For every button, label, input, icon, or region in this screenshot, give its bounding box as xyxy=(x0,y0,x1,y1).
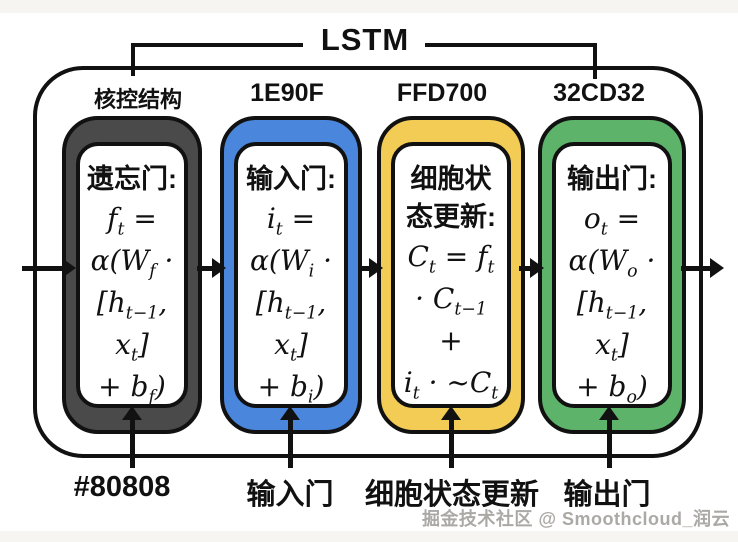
flow-arrow-in-icon xyxy=(22,258,76,279)
bottom-label-forget: #80808 xyxy=(73,471,171,503)
top-label-input: 1E90F xyxy=(250,79,324,107)
gate-formula-output: ot =α(Wo ·[ht−1,xt]+ bo) xyxy=(568,202,656,408)
bracket-right-tick xyxy=(593,43,597,79)
gate-title-output: 输出门: xyxy=(567,164,657,194)
bottom-label-cell: 细胞状态更新 xyxy=(364,479,539,511)
gate-box-input: 输入门: it =α(Wi ·[ht−1,xt]+ bi) xyxy=(220,116,362,434)
flow-arrow-forget-to-input-icon xyxy=(197,258,226,279)
watermark-text: 掘金技术社区 @ Smoothcloud_润云 xyxy=(421,509,730,529)
bottom-label-output: 输出门 xyxy=(563,479,651,511)
top-margin-strip xyxy=(0,0,738,13)
up-arrow-input-icon xyxy=(280,406,301,468)
up-arrow-cell-icon xyxy=(441,406,462,468)
gate-title-cell: 细胞状态更新: xyxy=(406,164,496,232)
bracket-left-tick xyxy=(131,43,135,76)
gate-formula-input: it =α(Wi ·[ht−1,xt]+ bi) xyxy=(250,202,332,408)
flow-arrow-out-icon xyxy=(681,258,724,279)
up-arrow-output-icon xyxy=(599,406,620,468)
gate-panel-cell: 细胞状态更新: Ct = ft· Ct−1+it · ~Ct xyxy=(391,142,511,408)
gate-formula-cell: Ct = ft· Ct−1+it · ~Ct xyxy=(403,240,499,404)
top-label-output: 32CD32 xyxy=(553,79,645,107)
gate-box-cell: 细胞状态更新: Ct = ft· Ct−1+it · ~Ct xyxy=(377,116,525,434)
up-arrow-forget-icon xyxy=(122,406,143,468)
gate-box-output: 输出门: ot =α(Wo ·[ht−1,xt]+ bo) xyxy=(538,116,686,434)
bracket-right-line xyxy=(425,43,597,47)
gate-panel-forget: 遗忘门: ft =α(Wf ·[ht−1,xt]+ bf) xyxy=(76,142,188,408)
gate-title-input: 输入门: xyxy=(246,164,336,194)
bottom-margin-strip xyxy=(0,531,738,542)
lstm-cell-frame xyxy=(33,66,703,458)
gate-box-forget: 遗忘门: ft =α(Wf ·[ht−1,xt]+ bf) xyxy=(62,116,202,434)
bracket-left-line xyxy=(131,43,303,47)
diagram-title: LSTM xyxy=(320,22,410,57)
gate-panel-output: 输出门: ot =α(Wo ·[ht−1,xt]+ bo) xyxy=(552,142,672,408)
top-label-cell: FFD700 xyxy=(396,79,488,107)
gate-title-forget: 遗忘门: xyxy=(87,164,177,194)
gate-formula-forget: ft =α(Wf ·[ht−1,xt]+ bf) xyxy=(90,202,174,408)
flow-arrow-input-to-cell-icon xyxy=(358,258,383,279)
flow-arrow-cell-to-output-icon xyxy=(519,258,544,279)
top-label-forget: 核控结构 xyxy=(93,87,182,112)
gate-panel-input: 输入门: it =α(Wi ·[ht−1,xt]+ bi) xyxy=(234,142,348,408)
bottom-label-input: 输入门 xyxy=(246,479,334,511)
